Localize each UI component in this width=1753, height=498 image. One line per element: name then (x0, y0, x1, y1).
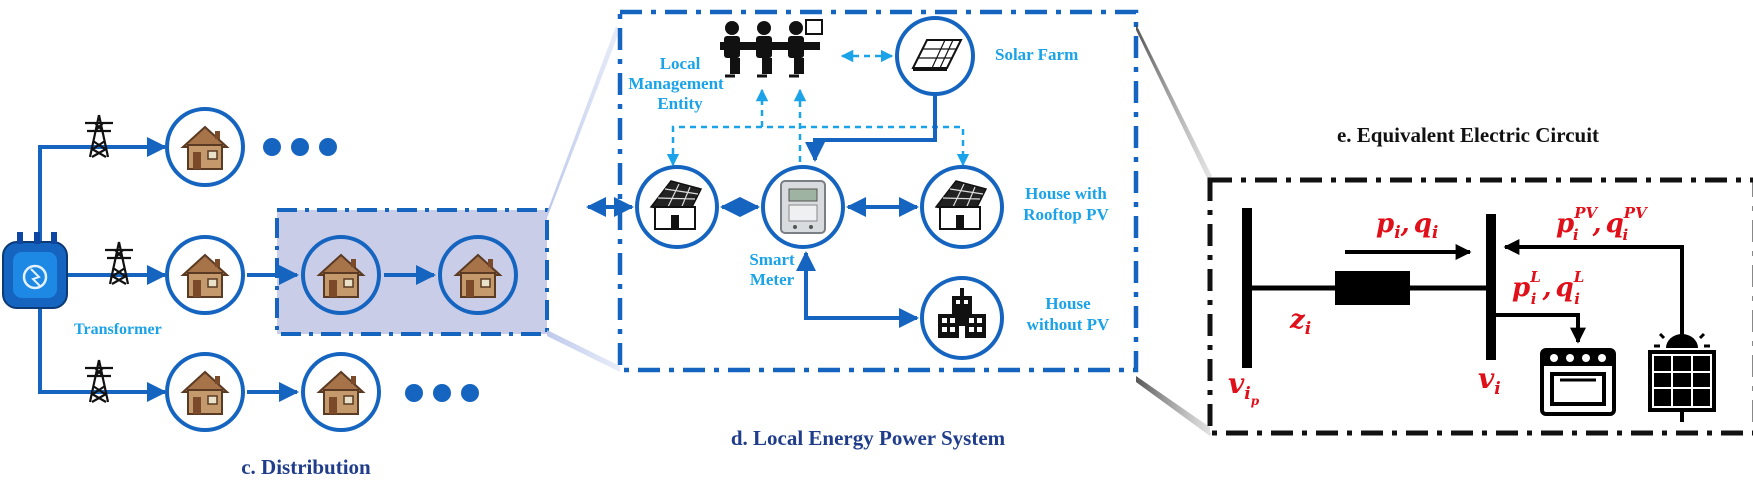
pylon-icon (103, 240, 135, 286)
label-v-i: vi (1478, 362, 1501, 399)
house-pv-label-1: House with (1025, 184, 1107, 203)
zoom-connector-bottom-2 (1136, 376, 1214, 436)
zoom-connector-top-2 (1136, 24, 1212, 180)
distribution-panel: Transformer (2, 107, 549, 479)
house-node-bottom-1 (165, 352, 245, 432)
bus-upstream (1242, 208, 1252, 368)
feeder-top (38, 137, 167, 248)
house-node-bottom-2 (301, 352, 381, 432)
solar-farm-node (895, 16, 975, 96)
label-p-i-q-i: pi,qi (1376, 209, 1438, 243)
rooftop-pv-house-icon (649, 180, 703, 230)
office-building-icon (938, 288, 986, 338)
rooftop-house-right-node (920, 165, 1004, 249)
smart-meter-node (761, 165, 845, 249)
smart-meter-label-2: Meter (750, 270, 795, 289)
people-at-desk-icon (720, 19, 823, 78)
power-link-solar (805, 94, 937, 162)
house-nopv-label-2: without PV (1027, 315, 1110, 334)
local-management-label-2: Management (628, 74, 724, 93)
label-z-i: zi (1289, 305, 1311, 339)
house-nopv-label-1: House (1045, 294, 1091, 313)
caption-distribution: c. Distribution (241, 455, 371, 479)
comm-link-houses (666, 125, 970, 167)
house-node-middle (165, 235, 245, 315)
rooftop-pv-house-icon (934, 180, 988, 230)
house-node-highlight-2 (438, 235, 518, 315)
caption-local-system: d. Local Energy Power System (731, 426, 1006, 450)
smart-meter-icon (780, 180, 826, 234)
local-management-label-3: Entity (657, 94, 703, 113)
pylon-icon (83, 113, 115, 159)
caption-circuit: e. Equivalent Electric Circuit (1337, 123, 1599, 147)
house-nopv-node (920, 276, 1004, 360)
smart-meter-label-1: Smart (749, 250, 795, 269)
house-pv-label-2: Rooftop PV (1023, 205, 1109, 224)
local-energy-panel: Local Management Entity Solar Farm (586, 9, 1139, 450)
transformer-icon (2, 232, 68, 309)
house-node-highlight-1 (301, 235, 381, 315)
bus-node (1486, 214, 1496, 360)
impedance-block (1335, 271, 1410, 305)
solar-farm-label: Solar Farm (995, 45, 1078, 64)
power-link-nopv-house (796, 251, 919, 328)
ellipsis-icon (263, 138, 337, 156)
flow-arrow-pv (1503, 239, 1684, 340)
rooftop-house-left-node (635, 165, 719, 249)
zoom-connector-top (547, 26, 620, 218)
transformer-label: Transformer (74, 321, 162, 338)
feeder-bottom (38, 300, 167, 402)
ellipsis-icon (405, 384, 479, 402)
pylon-icon (83, 358, 115, 404)
flow-arrow-load (1496, 313, 1586, 344)
zoom-connector-bottom (547, 330, 620, 372)
circuit-panel: e. Equivalent Electric Circuit pi,qi pPV… (1207, 123, 1753, 436)
streetlight-solar-icon (1648, 326, 1716, 422)
oven-icon (1540, 348, 1616, 416)
label-v-ip: vip (1228, 367, 1260, 408)
local-management-label-1: Local (660, 54, 701, 73)
solar-panel-icon (911, 39, 963, 71)
house-node-top (165, 107, 245, 187)
